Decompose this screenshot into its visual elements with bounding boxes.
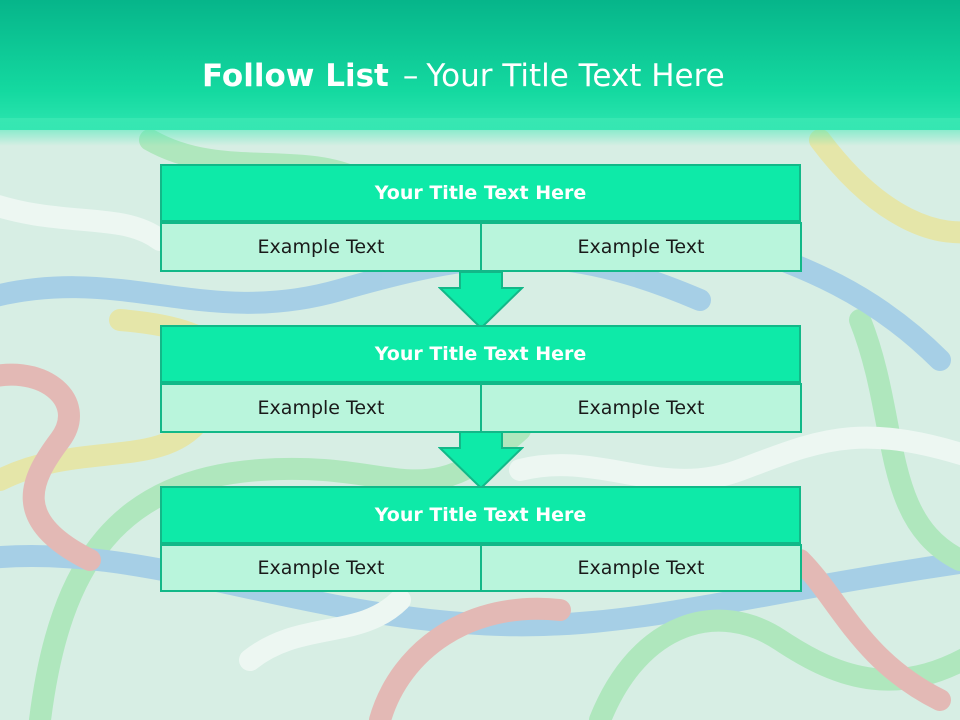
step-cell-left: Example Text — [160, 383, 482, 433]
down-arrow-icon — [438, 432, 524, 490]
step-cell-right: Example Text — [480, 383, 802, 433]
header-fade — [0, 118, 960, 146]
slide-title-bold: Follow List — [202, 58, 389, 94]
slide-title: Follow List–Your Title Text Here — [202, 54, 725, 98]
step-cell-right: Example Text — [480, 222, 802, 272]
step-title: Your Title Text Here — [160, 486, 801, 544]
header-band — [0, 0, 960, 130]
step-block-3: Your Title Text Here Example Text Exampl… — [160, 486, 802, 592]
step-block-1: Your Title Text Here Example Text Exampl… — [160, 164, 802, 272]
slide-title-rest: Your Title Text Here — [426, 58, 725, 94]
step-title: Your Title Text Here — [160, 164, 801, 222]
step-block-2: Your Title Text Here Example Text Exampl… — [160, 325, 802, 433]
step-cell-right: Example Text — [480, 544, 802, 592]
step-cell-left: Example Text — [160, 544, 482, 592]
down-arrow-icon — [438, 272, 524, 330]
step-cell-left: Example Text — [160, 222, 482, 272]
slide-title-separator: – — [402, 58, 419, 94]
step-title: Your Title Text Here — [160, 325, 801, 383]
